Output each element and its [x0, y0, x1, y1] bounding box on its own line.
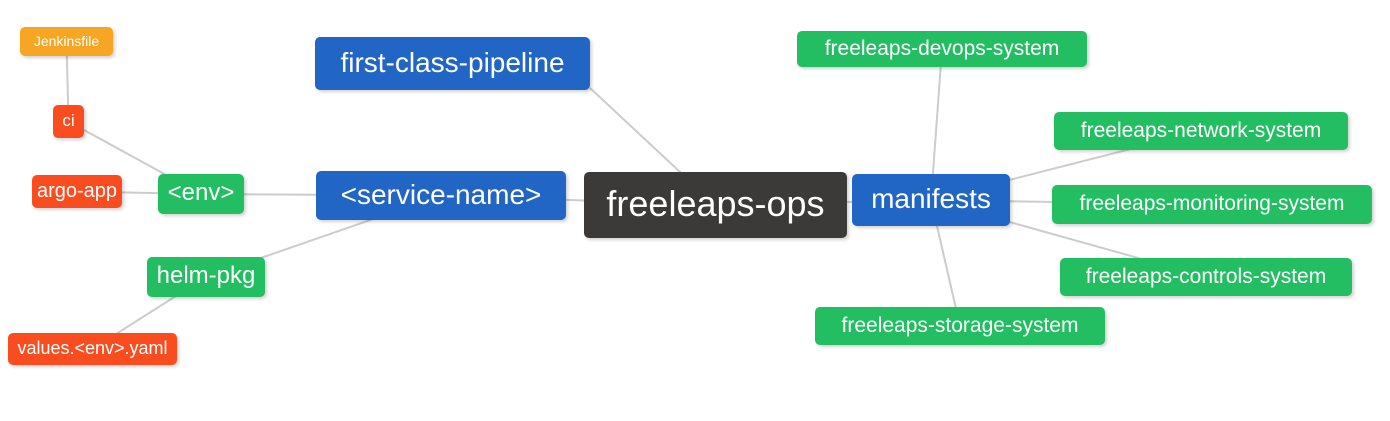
node-freeleaps-devops-system[interactable]: freeleaps-devops-system	[797, 31, 1087, 67]
node-ci[interactable]: ci	[53, 105, 84, 138]
node-freeleaps-network-system[interactable]: freeleaps-network-system	[1054, 112, 1348, 150]
node-service-name[interactable]: <service-name>	[316, 171, 566, 220]
node-freeleaps-storage-system[interactable]: freeleaps-storage-system	[815, 307, 1105, 345]
node-freeleaps-controls-system[interactable]: freeleaps-controls-system	[1060, 258, 1352, 296]
node-freeleaps-ops[interactable]: freeleaps-ops	[584, 172, 847, 238]
node-freeleaps-monitoring-system[interactable]: freeleaps-monitoring-system	[1052, 185, 1372, 224]
node-env[interactable]: <env>	[158, 174, 244, 214]
node-helm-pkg[interactable]: helm-pkg	[147, 257, 265, 297]
node-argo-app[interactable]: argo-app	[32, 175, 122, 208]
node-jenkinsfile[interactable]: Jenkinsfile	[20, 27, 113, 56]
node-values-env-yaml[interactable]: values.<env>.yaml	[8, 333, 177, 365]
node-manifests[interactable]: manifests	[852, 174, 1010, 226]
node-first-class-pipeline[interactable]: first-class-pipeline	[315, 37, 590, 90]
